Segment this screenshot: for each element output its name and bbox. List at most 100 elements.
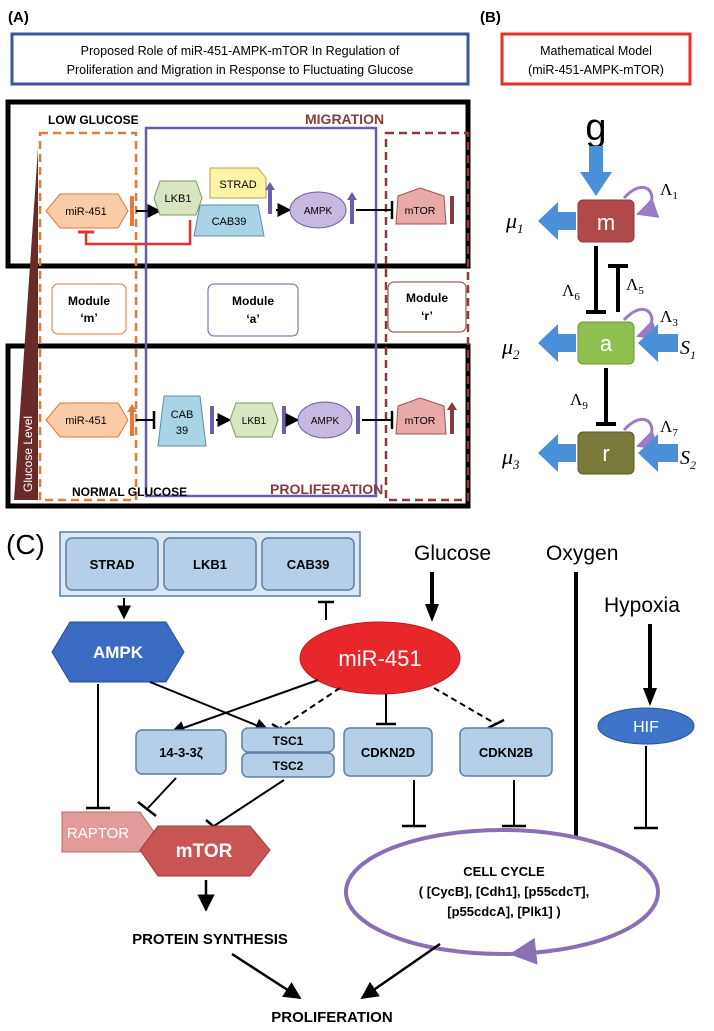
panel-a-title-line2: Proliferation and Migration in Response … xyxy=(67,63,414,77)
inhibit-1433-raptor-bar xyxy=(137,801,157,817)
lambda6-label: Λ6 xyxy=(562,281,580,303)
node-r xyxy=(577,431,635,475)
cell-cycle-direction-arrow xyxy=(509,937,538,965)
lkb1-label: LKB1 xyxy=(193,557,227,572)
cab39-label-bottom-line2: 39 xyxy=(176,425,188,437)
ampk-ellipse-top xyxy=(289,191,347,229)
normal-glucose-label: NORMAL GLUCOSE xyxy=(72,485,187,499)
proliferation-label-a: PROLIFERATION xyxy=(270,481,383,497)
inhibit-1433-raptor-line xyxy=(147,777,177,809)
lambda1-self-loop xyxy=(622,185,660,218)
hif-label: HIF xyxy=(633,719,659,736)
inhibit-mir451-cdkn2b-line xyxy=(433,687,497,725)
lambda3-label: Λ3 xyxy=(660,307,678,329)
ampk-label-bottom: AMPK xyxy=(311,416,340,427)
ampk-up-indicator-top xyxy=(350,196,354,224)
module-r-line1: Module xyxy=(406,291,448,305)
mir451-up-indicator-bottom xyxy=(130,408,134,436)
ampk-label: AMPK xyxy=(93,643,144,662)
module-a-label-box xyxy=(207,283,299,337)
model-input-g: g xyxy=(585,107,606,149)
module-m-box xyxy=(51,283,127,335)
cab39-label-top: CAB39 xyxy=(212,216,247,228)
cab39-shape-top xyxy=(193,204,265,237)
ampk-up-indicator-top-head xyxy=(347,192,357,200)
mtor-hexagon xyxy=(139,825,271,877)
mir451-label-bottom: miR-451 xyxy=(65,415,107,427)
cdkn2b-box xyxy=(459,727,553,777)
mtor-pentagon-bottom xyxy=(395,397,447,435)
arrow-mir451-1433 xyxy=(170,679,319,735)
red-inhibition-line xyxy=(84,220,192,246)
module-r-box xyxy=(387,281,467,333)
cab39-shape-bottom xyxy=(157,395,207,447)
module-r-dashed-box xyxy=(384,131,470,502)
protein-synthesis-label: PROTEIN SYNTHESIS xyxy=(132,931,288,948)
s2-arrow xyxy=(638,434,678,472)
arrow-protein-synthesis-proliferation xyxy=(231,952,302,1000)
panel-a-title-box xyxy=(10,32,470,86)
lambda3-self-loop xyxy=(622,307,660,340)
lkb1-label-bottom: LKB1 xyxy=(242,416,267,427)
module-a-box xyxy=(144,126,378,498)
oxygen-label: Oxygen xyxy=(546,542,618,565)
hif-oval xyxy=(597,707,695,745)
mu3-arrow xyxy=(538,434,576,472)
g-input-arrow xyxy=(580,146,612,196)
lambda7-self-loop xyxy=(622,417,660,450)
mu2-arrow xyxy=(538,324,576,362)
mir451-oval xyxy=(299,621,461,695)
module-m-line2: ‘m’ xyxy=(80,311,97,325)
ampk-hexagon xyxy=(51,621,185,683)
p1433-label: 14-3-3ζ xyxy=(159,745,203,760)
p1433-box xyxy=(135,729,227,775)
node-a xyxy=(577,321,635,365)
module-m-dashed-box xyxy=(38,131,138,502)
lambda1-label: Λ1 xyxy=(660,180,678,202)
ampk-label-top: AMPK xyxy=(304,206,333,217)
inhibit-tsc-mtor-line xyxy=(213,779,285,827)
arrow-ampk-tsc xyxy=(149,681,270,732)
s1-label: S1 xyxy=(680,337,696,362)
cdkn2b-label: CDKN2B xyxy=(479,745,533,760)
node-a-label: a xyxy=(600,331,613,356)
normal-glucose-box xyxy=(5,343,471,509)
node-m xyxy=(577,199,635,243)
glucose-label: Glucose xyxy=(414,542,491,565)
lkb1-shape-top xyxy=(153,180,203,216)
cdkn2d-box xyxy=(343,727,433,777)
migration-label: MIGRATION xyxy=(305,111,384,127)
module-a-line2: ‘a’ xyxy=(246,312,259,326)
tsc2-label: TSC2 xyxy=(273,759,304,773)
panel-c-label: (C) xyxy=(6,529,45,560)
proliferation-label-c: PROLIFERATION xyxy=(271,1009,392,1026)
s1-arrow xyxy=(638,324,678,362)
mir451-label: miR-451 xyxy=(338,646,421,671)
strad-label: STRAD xyxy=(90,557,135,572)
low-glucose-label: LOW GLUCOSE xyxy=(48,113,139,127)
module-m-line1: Module xyxy=(68,294,110,308)
s2-label: S2 xyxy=(680,447,696,472)
mu2-label: μ2 xyxy=(501,334,520,362)
node-r-label: r xyxy=(602,441,609,466)
mtor-label-top: mTOR xyxy=(405,205,436,217)
mir451-up-indicator-bottom-head xyxy=(127,404,137,412)
panel-b-title-line2: (miR-451-AMPK-mTOR) xyxy=(528,63,664,77)
panel-b-label: (B) xyxy=(480,9,501,26)
inhibit-mir451-cdkn2b-bar xyxy=(487,718,505,730)
cell-cycle-line3: [p55cdcA], [Plk1] ) xyxy=(447,904,560,919)
lambda7-label: Λ7 xyxy=(660,417,678,439)
mtor-up-indicator-bottom-head xyxy=(447,402,457,410)
mu1-label: μ1 xyxy=(505,208,524,236)
arrow-cellcycle-proliferation xyxy=(360,942,441,1000)
lambda5-label: Λ5 xyxy=(626,275,644,297)
ampk-ellipse-bottom xyxy=(297,401,353,439)
tsc1-label: TSC1 xyxy=(273,734,304,748)
mtor-down-indicator-top xyxy=(450,196,454,224)
hypoxia-label: Hypoxia xyxy=(604,594,680,617)
panel-b-title-box xyxy=(500,32,692,86)
mtor-label-bottom: mTOR xyxy=(405,415,436,427)
mir451-hexagon-top xyxy=(45,193,129,229)
strad-shape-top xyxy=(209,167,267,199)
